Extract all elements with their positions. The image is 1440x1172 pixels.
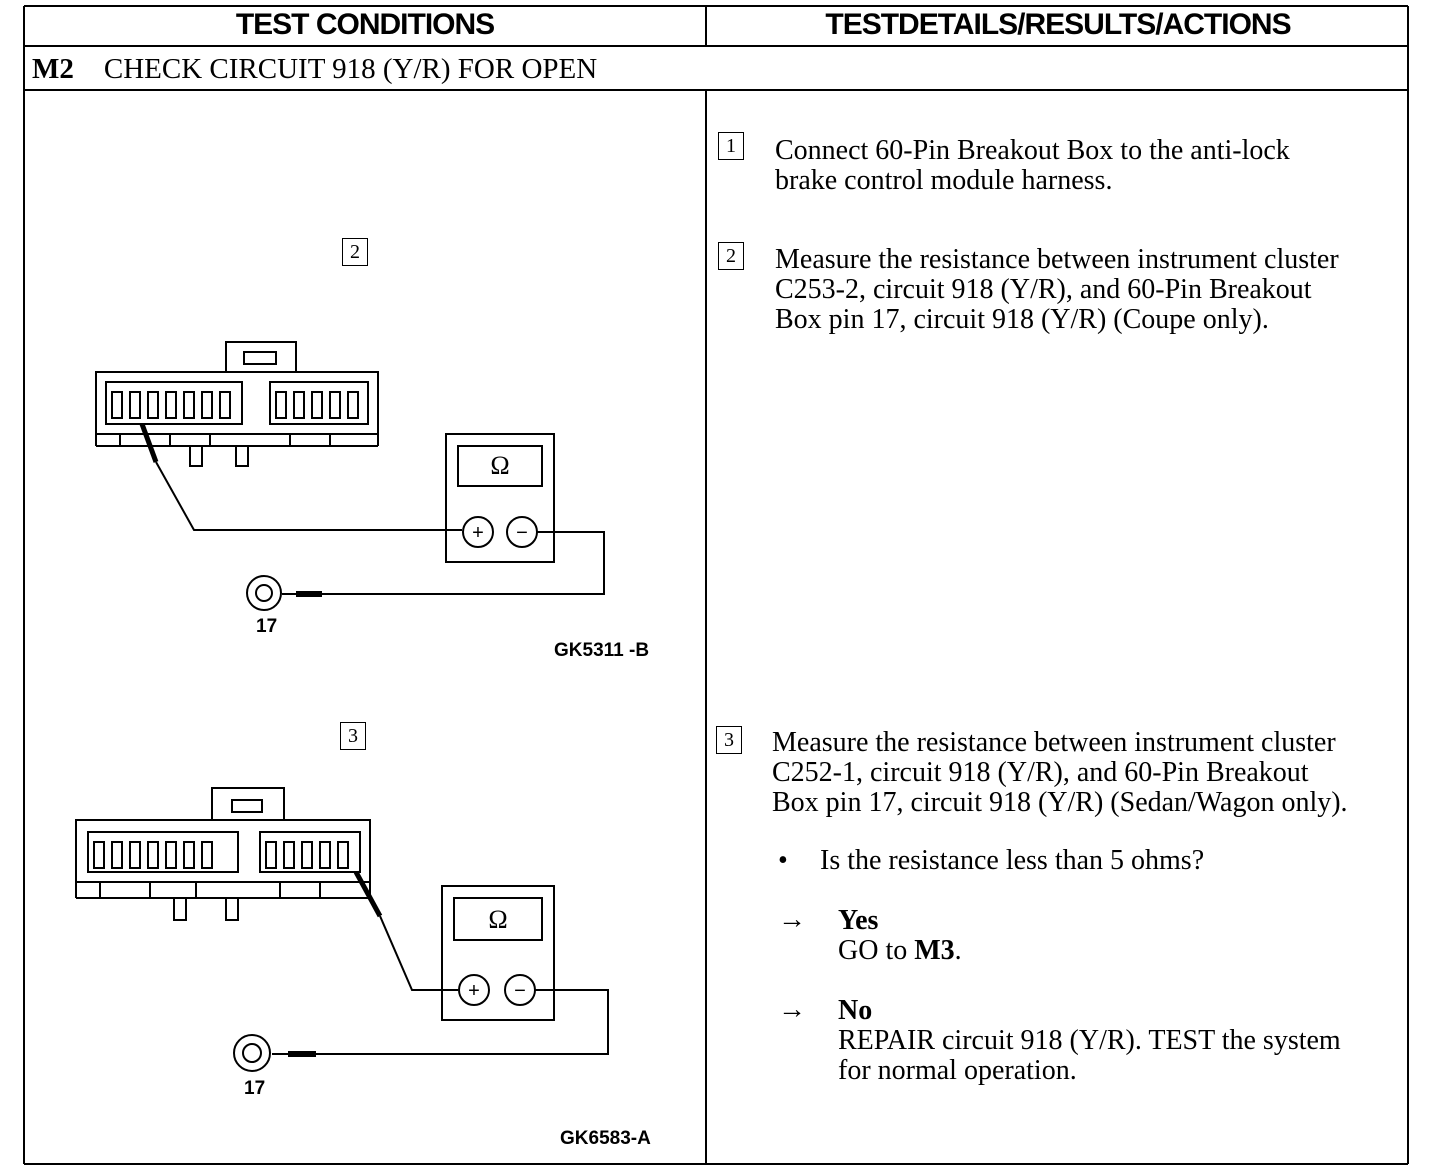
plus-terminal-label: + xyxy=(468,980,480,1002)
arrow-right-icon: → xyxy=(778,994,806,1025)
step-1-line-1: Connect 60-Pin Breakout Box to the anti-… xyxy=(775,135,1290,166)
result-no: No REPAIR circuit 918 (Y/R). TEST the sy… xyxy=(838,996,1341,1086)
result-no-line-2: for normal operation. xyxy=(838,1055,1077,1086)
step-1-box: 1 xyxy=(718,132,744,160)
step-1-text: Connect 60-Pin Breakout Box to the anti-… xyxy=(775,136,1290,196)
arrow-right-icon: → xyxy=(778,904,806,935)
section-title: M2 CHECK CIRCUIT 918 (Y/R) FOR OPEN xyxy=(32,50,597,88)
ohm-symbol: Ω xyxy=(490,451,509,480)
step-3-line-1: Measure the resistance between instrumen… xyxy=(772,727,1336,758)
figure-step-3-box: 3 xyxy=(340,722,366,750)
step-2-text: Measure the resistance between instrumen… xyxy=(775,245,1339,335)
step-3-line-2: C252-1, circuit 918 (Y/R), and 60-Pin Br… xyxy=(772,757,1309,788)
connector-diagram-coupe: Ω + − xyxy=(95,341,605,611)
step-2-box: 2 xyxy=(718,242,744,270)
pin-number-label: 17 xyxy=(256,616,278,637)
connector-diagram-sedan: Ω + − xyxy=(75,787,609,1072)
action-prefix: GO to xyxy=(838,935,915,966)
action-target-m3: M3 xyxy=(914,935,955,966)
section-code: M2 xyxy=(32,52,74,85)
result-yes-action: GO to M3. xyxy=(838,936,962,966)
step-1-line-2: brake control module harness. xyxy=(775,165,1113,196)
question-text: Is the resistance less than 5 ohms? xyxy=(820,845,1205,876)
header-test-conditions: TEST CONDITIONS xyxy=(235,8,495,41)
step-3-line-3: Box pin 17, circuit 918 (Y/R) (Sedan/Wag… xyxy=(772,787,1348,818)
bullet-icon: • xyxy=(778,845,788,876)
result-no-line-1: REPAIR circuit 918 (Y/R). TEST the syste… xyxy=(838,1025,1341,1056)
plus-terminal-label: + xyxy=(472,522,484,544)
figure-id-label: GK5311 -B xyxy=(554,640,650,661)
pin-number-label: 17 xyxy=(244,1078,266,1099)
result-yes: Yes GO to M3. xyxy=(838,906,962,966)
result-yes-label: Yes xyxy=(838,905,879,936)
figure-step-2-box: 2 xyxy=(342,238,368,266)
ohm-symbol: Ω xyxy=(488,905,507,934)
step-2-line-2: C253-2, circuit 918 (Y/R), and 60-Pin Br… xyxy=(775,274,1312,305)
figure-id-label: GK6583-A xyxy=(560,1128,651,1149)
result-no-label: No xyxy=(838,995,873,1026)
header-test-details: TESTDETAILS/RESULTS/ACTIONS xyxy=(825,8,1291,41)
step-2-line-3: Box pin 17, circuit 918 (Y/R) (Coupe onl… xyxy=(775,304,1269,335)
minus-terminal-label: − xyxy=(516,522,528,544)
action-suffix: . xyxy=(954,935,962,966)
step-3-text: Measure the resistance between instrumen… xyxy=(772,728,1348,818)
step-2-line-1: Measure the resistance between instrumen… xyxy=(775,244,1339,275)
section-heading: CHECK CIRCUIT 918 (Y/R) FOR OPEN xyxy=(103,52,598,85)
minus-terminal-label: − xyxy=(514,980,526,1002)
step-3-box: 3 xyxy=(716,726,742,754)
